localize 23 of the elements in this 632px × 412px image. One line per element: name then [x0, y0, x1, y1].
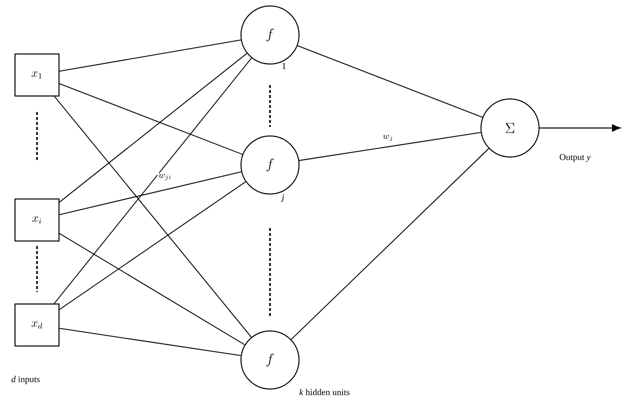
- edge-label: $w_j$: [382, 134, 394, 142]
- edge-label: Output y: [558, 153, 592, 163]
- node-caption: k hidden units: [299, 388, 350, 396]
- connector-line: [290, 148, 490, 340]
- node-caption: 1: [282, 63, 286, 69]
- connector-line: [298, 132, 482, 161]
- connector-line: [297, 45, 483, 118]
- connector-line: [59, 233, 246, 346]
- input-box: $x_d$: [14, 304, 60, 346]
- arrow: [539, 124, 621, 132]
- node-caption: j: [280, 194, 284, 202]
- node-caption: d inputs: [11, 376, 40, 384]
- connector-line: [59, 52, 248, 203]
- input-box: $x_i$: [14, 198, 60, 242]
- edge-label: $w_{ji}$: [157, 172, 173, 182]
- connector-line: [59, 83, 243, 155]
- connector-line: [59, 171, 242, 216]
- connector-line: [54, 58, 252, 304]
- connector-line: [59, 181, 246, 310]
- connector-line: [54, 96, 252, 338]
- input-box: $x_1$: [14, 54, 60, 96]
- connector-line: [59, 328, 242, 356]
- connector-line: [59, 40, 242, 72]
